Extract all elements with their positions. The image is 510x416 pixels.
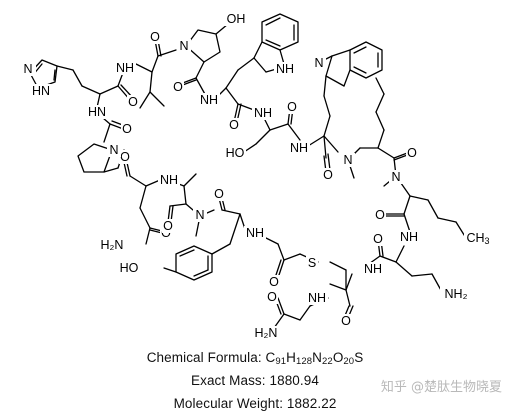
watermark: 知乎 @楚肽生物晓夏	[380, 380, 502, 395]
label-nh2-orn: NH₂	[445, 287, 468, 301]
label-nh-7: NH	[160, 173, 178, 187]
label-nh-2: NH	[116, 61, 134, 75]
hydroxyproline-ring	[179, 23, 229, 97]
label-h2n-asn: H₂N	[101, 238, 124, 252]
label-o-4: O	[229, 118, 239, 132]
label-o-15: O	[373, 232, 383, 246]
label-n-me1: N	[343, 153, 352, 167]
label-nh-10: NH	[308, 291, 326, 305]
molecule-structure: OH N HN HN O NH O N O NH N NH O NH O HO …	[22, 12, 498, 340]
label-o-7: O	[323, 168, 333, 182]
label-n-trp2: N	[314, 56, 323, 70]
label-o-13: O	[214, 187, 224, 201]
label-o-3: O	[173, 80, 183, 94]
tyrosine-ring	[163, 245, 213, 281]
label-o-14: O	[269, 275, 279, 289]
label-nh-5: NH	[290, 141, 308, 155]
label-o-12: O	[163, 219, 173, 233]
label-s: S	[308, 256, 316, 270]
label-o-pro: O	[122, 122, 132, 136]
label-h2n-gly: H₂N	[255, 326, 278, 340]
atom-labels: OH N HN HN O NH O N O NH N NH O NH O HO …	[22, 12, 498, 340]
label-o-6: O	[287, 100, 297, 114]
label-ho-tyr: HO	[120, 261, 139, 275]
label-n-his: N	[23, 62, 32, 76]
tryptophan-ring-1	[213, 13, 299, 123]
label-n-me2: N	[391, 170, 400, 184]
label-nh-9: NH	[364, 262, 382, 276]
label-nh-4: NH	[254, 106, 272, 120]
tryptophan-ring-2	[307, 41, 383, 173]
label-ho-ser: HO	[226, 146, 245, 160]
label-o-16: O	[341, 314, 351, 328]
label-oh-top: OH	[227, 12, 246, 26]
label-o-2: O	[150, 30, 160, 44]
label-o-10: O	[375, 208, 385, 222]
label-o-5: O	[120, 150, 130, 164]
chemical-formula: Chemical Formula: C91H128N22O20S	[146, 350, 364, 367]
label-nh-6: NH	[400, 230, 418, 244]
label-hn-his: HN	[32, 84, 50, 98]
label-nh-8: NH	[246, 226, 264, 240]
molecular-weight: Molecular Weight: 1882.22	[173, 396, 337, 411]
label-o-1: O	[128, 95, 138, 109]
label-n-hyp: N	[179, 39, 188, 53]
label-nh-trp1: NH	[276, 62, 294, 76]
label-ch3: CH3	[466, 231, 489, 246]
label-o-17: O	[267, 290, 277, 304]
label-o-8: O	[407, 146, 417, 160]
exact-mass: Exact Mass: 1880.94	[191, 373, 319, 388]
label-nh-3: NH	[200, 93, 218, 107]
label-n-pro2: N	[109, 143, 118, 157]
label-hn-1: HN	[88, 105, 106, 119]
label-n-me3: N	[195, 208, 204, 222]
